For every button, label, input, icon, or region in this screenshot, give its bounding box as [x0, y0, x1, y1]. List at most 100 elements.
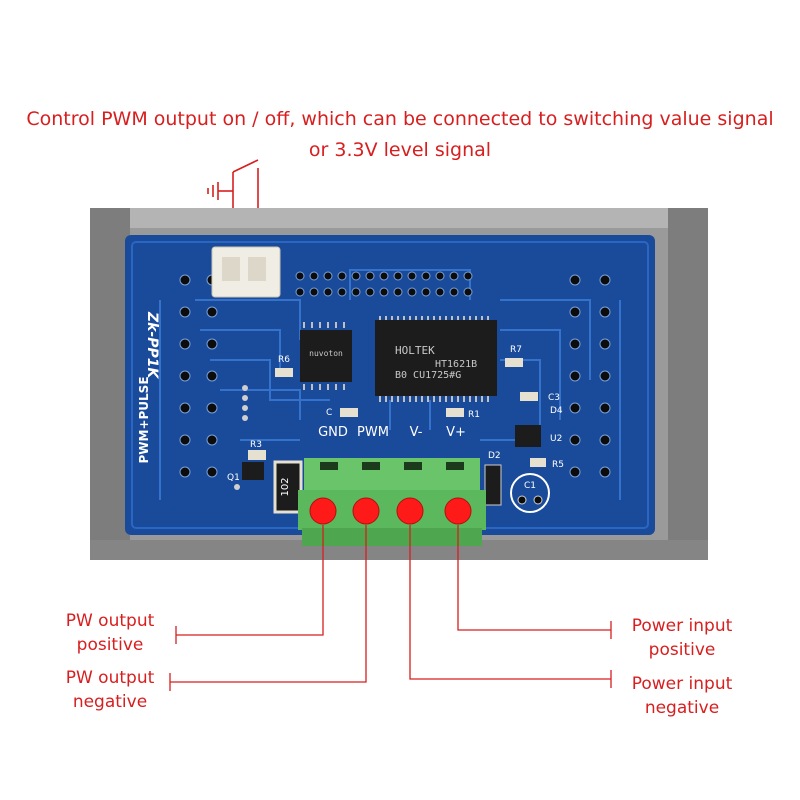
pin-hole — [599, 338, 611, 350]
pin-hole — [407, 287, 417, 297]
pw-output-negative-label: PW output negative — [40, 666, 180, 714]
ref-d4: D4 — [550, 406, 563, 416]
jst-connector — [211, 246, 281, 298]
pin-hole — [309, 271, 319, 281]
terminal-label-vminus: V- — [410, 425, 423, 440]
pin-hole — [599, 402, 611, 414]
pw-neg-line-1: PW output — [65, 668, 155, 688]
terminal-screw-4 — [444, 497, 472, 525]
pin-hole — [365, 271, 375, 281]
ref-r6: R6 — [278, 355, 290, 365]
pin-hole — [337, 287, 347, 297]
pin-hole — [599, 306, 611, 318]
pin-hole — [295, 271, 305, 281]
pin-hole — [569, 338, 581, 350]
pin-hole — [569, 466, 581, 478]
pin-hole — [295, 287, 305, 297]
header-line-2: or 3.3V level signal — [308, 139, 492, 161]
ref-r7: R7 — [510, 345, 522, 355]
terminal-screw-1 — [309, 497, 337, 525]
terminal-labels: GND PWM V- V+ — [318, 425, 466, 440]
terminal-block — [298, 458, 486, 546]
capacitor-c1: C1 — [510, 473, 550, 513]
smd-components — [234, 358, 546, 506]
pin-hole — [206, 402, 218, 414]
pwr-neg-line-2: negative — [644, 698, 720, 718]
ref-u2: U2 — [550, 434, 562, 444]
terminal-label-gnd: GND — [318, 425, 348, 440]
pin-hole — [351, 287, 361, 297]
pin-holes — [179, 271, 611, 478]
terminal-label-pwm: PWM — [357, 425, 389, 440]
mcu-label: nuvoton — [309, 349, 343, 358]
pin-hole — [569, 370, 581, 382]
pin-hole — [379, 271, 389, 281]
resistor-102: 102 — [273, 460, 303, 514]
pin-hole — [365, 287, 375, 297]
pin-hole — [435, 271, 445, 281]
terminal-screw-3 — [396, 497, 424, 525]
pin-hole — [599, 434, 611, 446]
power-input-positive-label: Power input positive — [612, 614, 752, 662]
ref-q1: Q1 — [227, 473, 240, 483]
pw-output-positive-label: PW output positive — [40, 609, 180, 657]
pwr-pos-line-1: Power input — [631, 616, 733, 636]
pin-hole — [599, 466, 611, 478]
pin-hole — [309, 287, 319, 297]
pin-hole — [463, 287, 473, 297]
pin-hole — [206, 370, 218, 382]
pin-hole — [179, 274, 191, 286]
pin-hole — [569, 434, 581, 446]
pin-hole — [421, 287, 431, 297]
pin-hole — [421, 271, 431, 281]
pin-hole — [449, 287, 459, 297]
pin-hole — [179, 434, 191, 446]
pin-hole — [435, 287, 445, 297]
mcu-chip: nuvoton — [300, 322, 352, 390]
ref-d2: D2 — [488, 451, 501, 461]
ref-c: C — [326, 408, 332, 418]
power-input-negative-label: Power input negative — [612, 672, 752, 720]
terminal-screw-2 — [352, 497, 380, 525]
pw-neg-line-2: negative — [72, 692, 148, 712]
holtek-line-2: HT1621B — [435, 359, 477, 370]
header-line-1: Control PWM output on / off, which can b… — [26, 108, 774, 130]
pin-hole — [407, 271, 417, 281]
terminal-label-vplus: V+ — [446, 425, 466, 440]
pin-hole — [463, 271, 473, 281]
holtek-line-1: HOLTEK — [395, 344, 435, 357]
pw-pos-line-2: positive — [76, 635, 144, 655]
pin-hole — [379, 287, 389, 297]
pin-hole — [323, 287, 333, 297]
side-label: PWM+PULSE — [137, 376, 151, 463]
pin-hole — [179, 306, 191, 318]
pin-hole — [569, 402, 581, 414]
holtek-line-3: B0 CU1725#G — [395, 370, 461, 381]
ref-r1: R1 — [468, 410, 480, 420]
pin-hole — [351, 271, 361, 281]
ref-r3: R3 — [250, 440, 262, 450]
model-label: Zk-PP1K — [144, 311, 160, 380]
pin-hole — [569, 274, 581, 286]
c1-label: C1 — [524, 481, 536, 491]
pin-hole — [206, 466, 218, 478]
pin-hole — [323, 271, 333, 281]
pin-hole — [179, 466, 191, 478]
pin-hole — [449, 271, 459, 281]
pin-hole — [179, 402, 191, 414]
pin-hole — [599, 370, 611, 382]
pin-hole — [393, 271, 403, 281]
ref-c3: C3 — [548, 393, 560, 403]
pin-hole — [337, 271, 347, 281]
pin-hole — [179, 338, 191, 350]
pw-pos-line-1: PW output — [65, 611, 155, 631]
pin-hole — [599, 274, 611, 286]
pin-hole — [206, 338, 218, 350]
pwr-neg-line-1: Power input — [631, 674, 733, 694]
pwr-pos-line-2: positive — [648, 640, 716, 660]
holtek-chip: HOLTEK HT1621B B0 CU1725#G — [375, 316, 497, 402]
pin-hole — [569, 306, 581, 318]
ref-r5: R5 — [552, 460, 564, 470]
callout-lines — [169, 525, 612, 691]
